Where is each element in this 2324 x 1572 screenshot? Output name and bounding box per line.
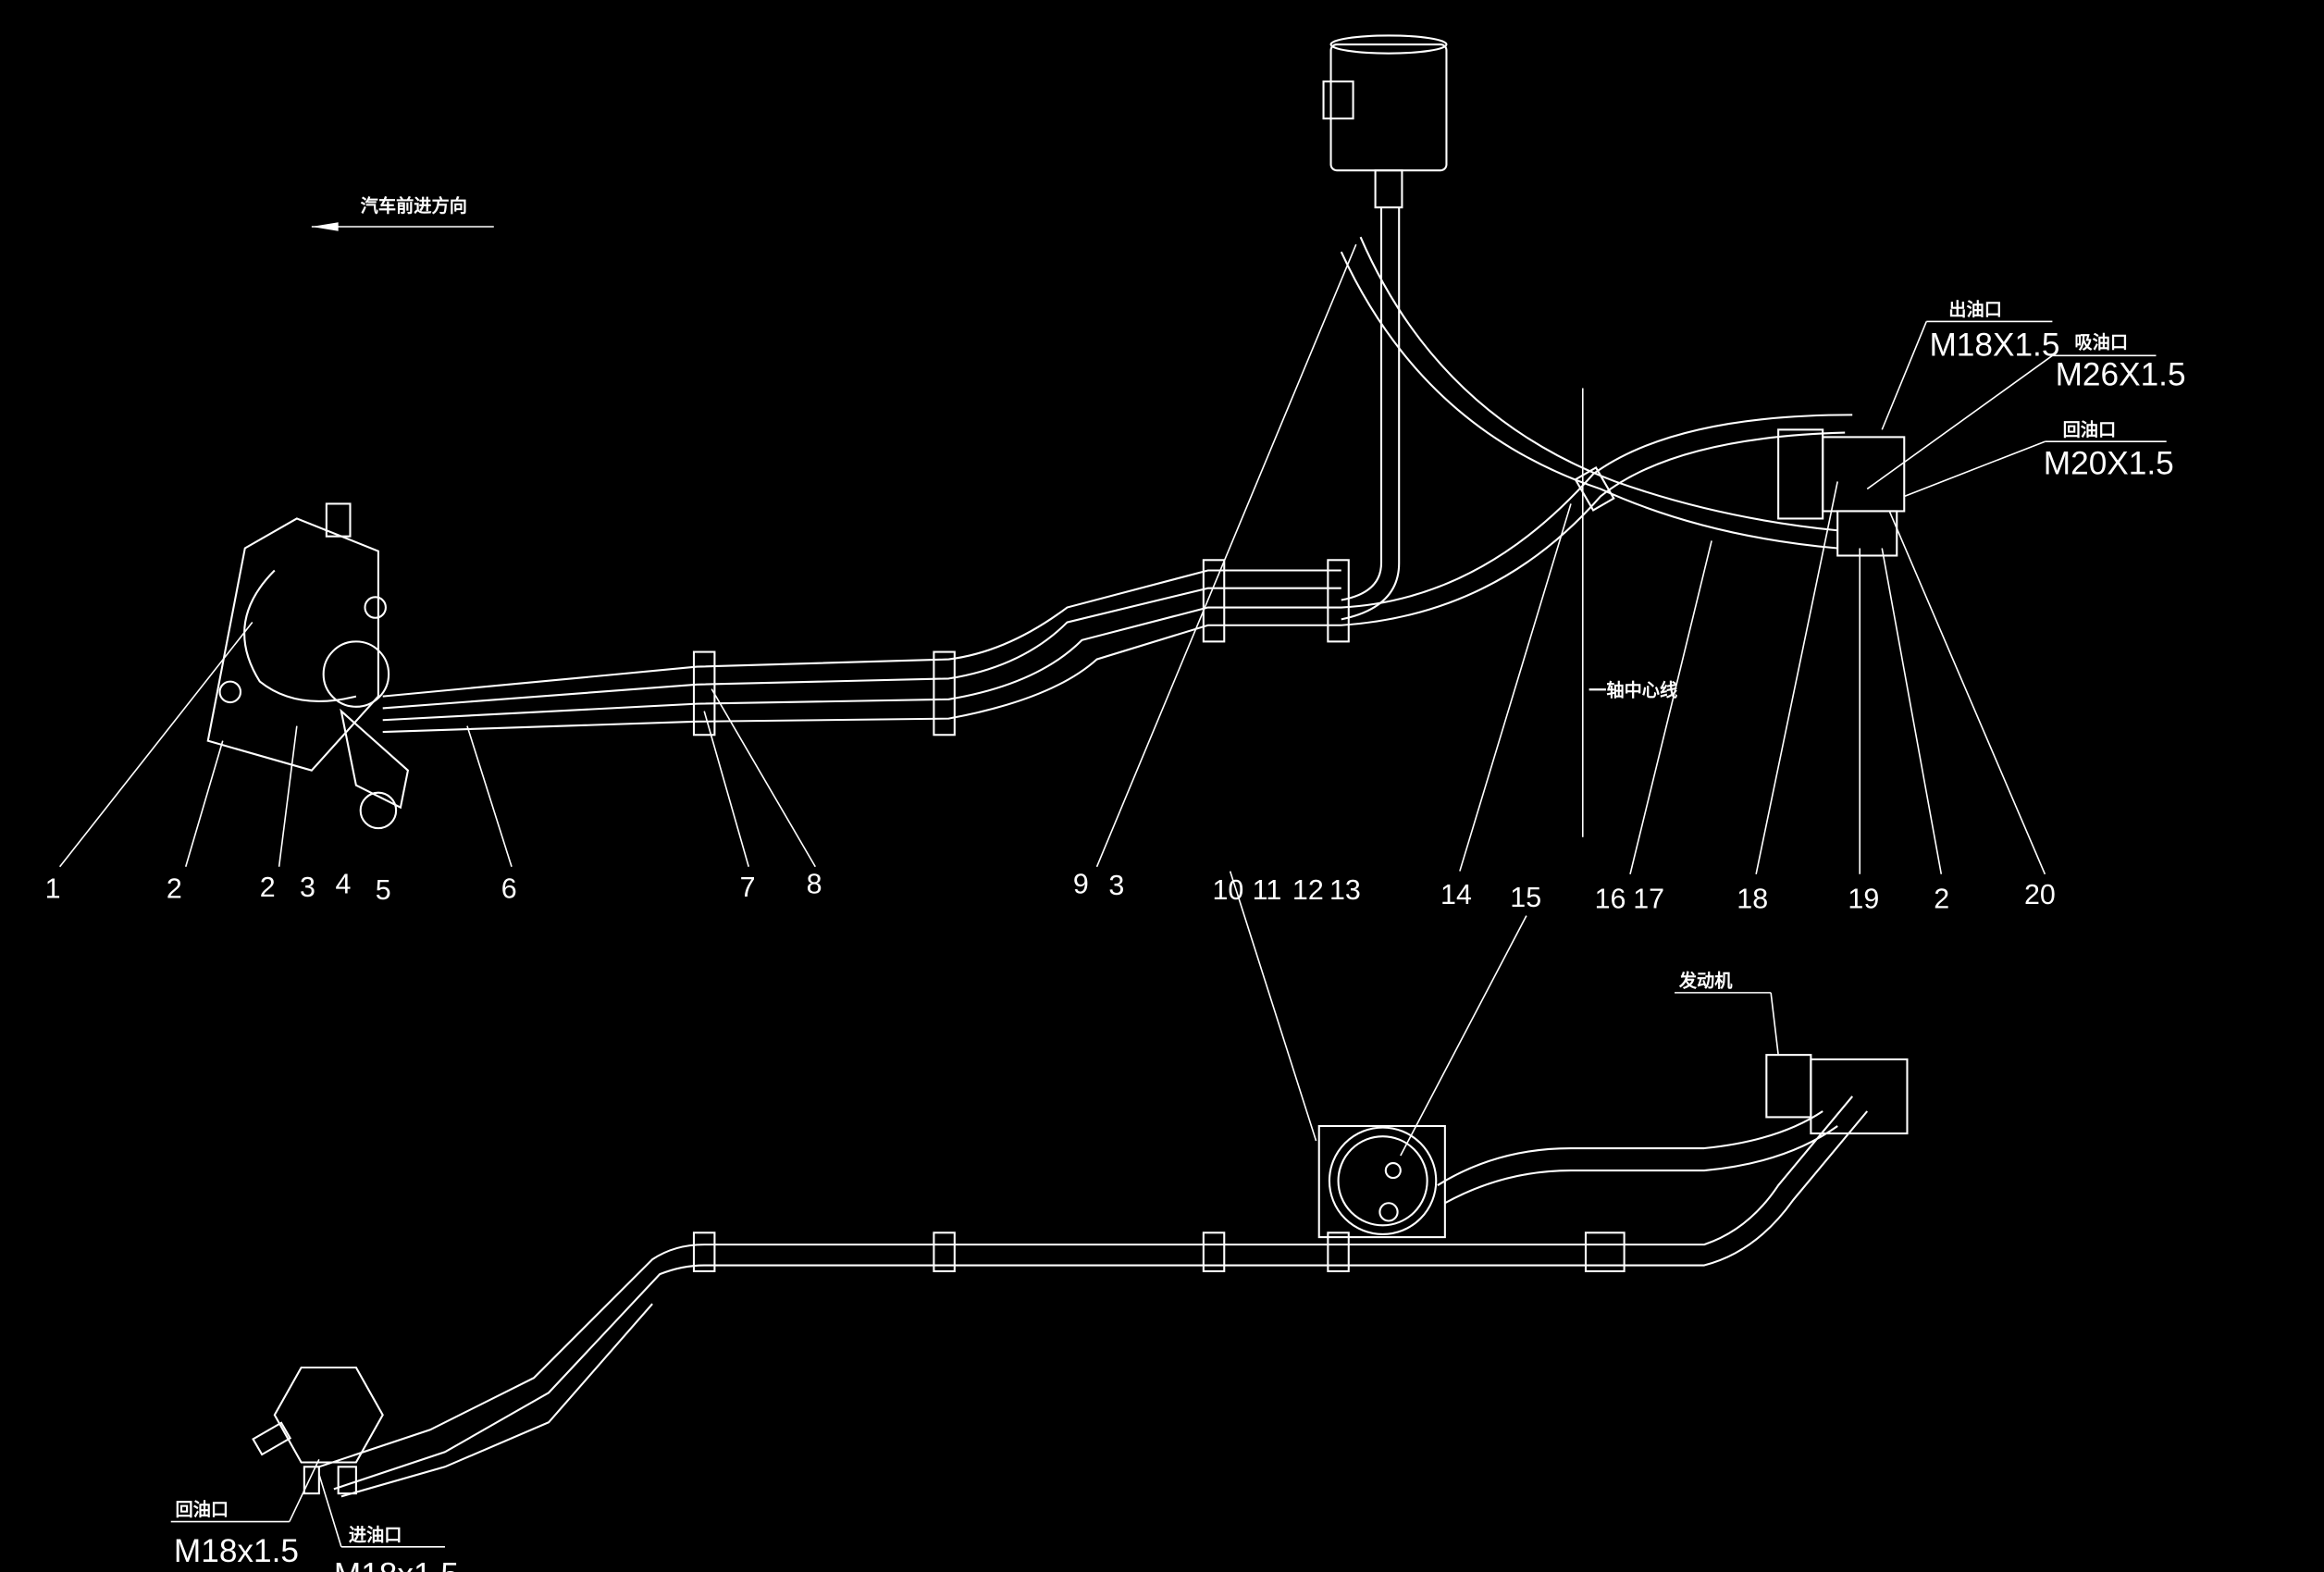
bottom-port-labels: 回油口 M18x1.5 进油口 M18x1.5: [170, 1458, 459, 1572]
svg-text:吸油口: 吸油口: [2074, 331, 2128, 353]
direction-arrow: [311, 222, 494, 231]
svg-text:11: 11: [1253, 874, 1282, 906]
leader-lines: [58, 243, 2046, 1157]
svg-text:6: 6: [501, 873, 517, 904]
bottom-pipes: [318, 1095, 1869, 1498]
oil-filter: [1317, 1124, 1446, 1239]
svg-text:10: 10: [1212, 874, 1243, 906]
svg-text:M26X1.5: M26X1.5: [2056, 356, 2186, 392]
svg-text:M18x1.5: M18x1.5: [174, 1533, 299, 1569]
engine-pump: 发动机: [1675, 970, 1909, 1135]
svg-text:14: 14: [1440, 879, 1472, 910]
svg-text:出油口: 出油口: [1948, 299, 2002, 320]
axle-label: 一轴中心线: [1588, 680, 1677, 701]
svg-text:2: 2: [260, 872, 276, 903]
top-pipes: [382, 236, 1853, 736]
svg-text:M18x1.5: M18x1.5: [334, 1556, 459, 1572]
svg-text:进油口: 进油口: [349, 1524, 402, 1545]
svg-text:12: 12: [1292, 874, 1324, 906]
svg-text:5: 5: [376, 874, 391, 906]
engine-label: 发动机: [1678, 970, 1733, 991]
svg-text:3: 3: [1108, 870, 1124, 901]
svg-text:2: 2: [167, 873, 182, 904]
svg-text:3: 3: [300, 872, 315, 903]
svg-text:2: 2: [1934, 884, 1949, 915]
svg-text:回油口: 回油口: [2063, 419, 2117, 440]
svg-text:17: 17: [1633, 884, 1664, 915]
svg-text:M18X1.5: M18X1.5: [1929, 327, 2059, 363]
svg-text:20: 20: [2024, 879, 2056, 910]
svg-text:M20X1.5: M20X1.5: [2044, 445, 2174, 481]
callout-numbers: 1 2 2 3 4 5 6 7 8 9 3 10 11 12 13 14 15 …: [45, 869, 2056, 915]
steering-gear: [206, 502, 410, 830]
svg-text:4: 4: [335, 869, 351, 900]
steering-gear-bottom: [252, 1366, 384, 1495]
svg-text:18: 18: [1737, 884, 1768, 915]
svg-text:9: 9: [1073, 869, 1089, 900]
svg-text:13: 13: [1329, 874, 1361, 906]
svg-text:7: 7: [740, 872, 756, 903]
top-port-labels: 出油口 M18X1.5 吸油口 M26X1.5 回油口 M20X1.5: [1866, 299, 2186, 498]
svg-text:15: 15: [1510, 882, 1541, 913]
svg-text:8: 8: [807, 869, 822, 900]
svg-text:回油口: 回油口: [176, 1499, 229, 1520]
svg-text:19: 19: [1848, 884, 1879, 915]
svg-text:1: 1: [45, 873, 61, 904]
oil-reservoir: [1322, 34, 1448, 621]
direction-label: 汽车前进方向: [361, 195, 467, 217]
svg-text:16: 16: [1595, 884, 1626, 915]
steering-pump: [1777, 428, 1906, 557]
